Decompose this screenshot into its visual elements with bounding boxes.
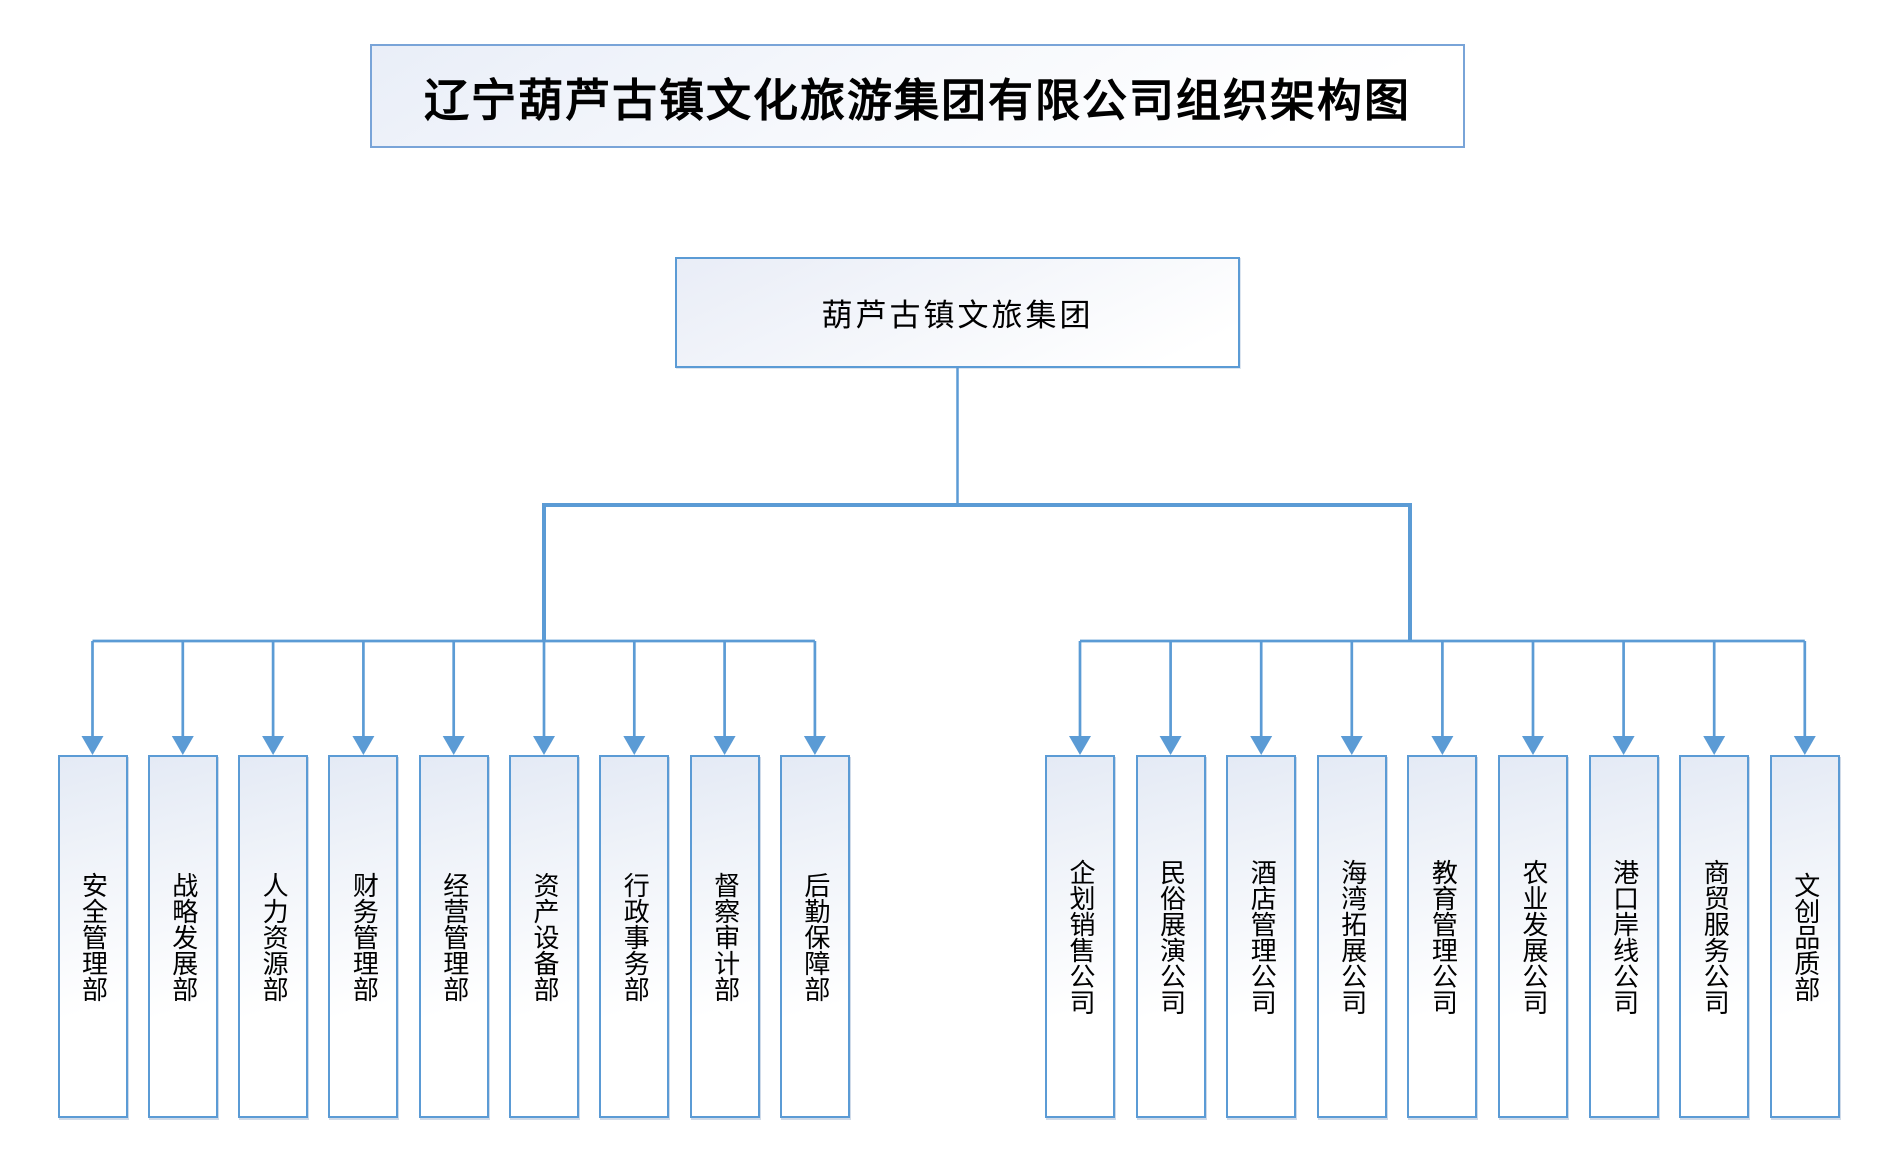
subsidiary-node: 海湾拓展公司 [1316, 755, 1387, 1118]
node-label: 酒店管理公司 [1246, 858, 1277, 1015]
node-label: 海湾拓展公司 [1336, 858, 1367, 1015]
department-node: 安全管理部 [57, 755, 128, 1118]
chart-title-box: 辽宁葫芦古镇文化旅游集团有限公司组织架构图 [370, 44, 1465, 148]
department-node: 后勤保障部 [779, 755, 850, 1118]
node-label: 人力资源部 [258, 871, 289, 1002]
node-label: 行政事务部 [619, 871, 650, 1002]
node-label: 经营管理部 [438, 871, 469, 1002]
subsidiary-node: 民俗展演公司 [1135, 755, 1206, 1118]
department-node: 财务管理部 [328, 755, 399, 1118]
root-node: 葫芦古镇文旅集团 [675, 257, 1240, 368]
node-label: 安全管理部 [77, 871, 108, 1002]
subsidiary-node: 港口岸线公司 [1588, 755, 1659, 1118]
subsidiary-node: 教育管理公司 [1407, 755, 1478, 1118]
subsidiary-node: 文创品质部 [1769, 755, 1840, 1118]
subsidiary-node: 企划销售公司 [1045, 755, 1115, 1118]
node-label: 财务管理部 [348, 871, 379, 1002]
node-label: 后勤保障部 [799, 871, 830, 1002]
department-node: 人力资源部 [238, 755, 309, 1118]
node-label: 战略发展部 [167, 871, 198, 1002]
chart-title: 辽宁葫芦古镇文化旅游集团有限公司组织架构图 [423, 73, 1411, 127]
node-label: 企划销售公司 [1065, 858, 1095, 1015]
node-label: 资产设备部 [529, 871, 559, 1002]
node-label: 督察审计部 [709, 871, 740, 1002]
department-node: 行政事务部 [599, 755, 670, 1118]
subsidiary-node: 商贸服务公司 [1679, 755, 1750, 1118]
root-node-label: 葫芦古镇文旅集团 [821, 298, 1094, 334]
node-label: 民俗展演公司 [1155, 858, 1186, 1015]
department-node: 战略发展部 [147, 755, 218, 1118]
node-label: 文创品质部 [1789, 871, 1820, 1002]
node-label: 商贸服务公司 [1699, 858, 1730, 1015]
node-label: 农业发展公司 [1518, 858, 1548, 1015]
subsidiary-node: 农业发展公司 [1498, 755, 1568, 1118]
node-label: 教育管理公司 [1427, 858, 1458, 1015]
department-node: 资产设备部 [509, 755, 579, 1118]
department-node: 督察审计部 [689, 755, 760, 1118]
department-node: 经营管理部 [418, 755, 489, 1118]
subsidiary-node: 酒店管理公司 [1226, 755, 1297, 1118]
node-label: 港口岸线公司 [1608, 858, 1639, 1015]
